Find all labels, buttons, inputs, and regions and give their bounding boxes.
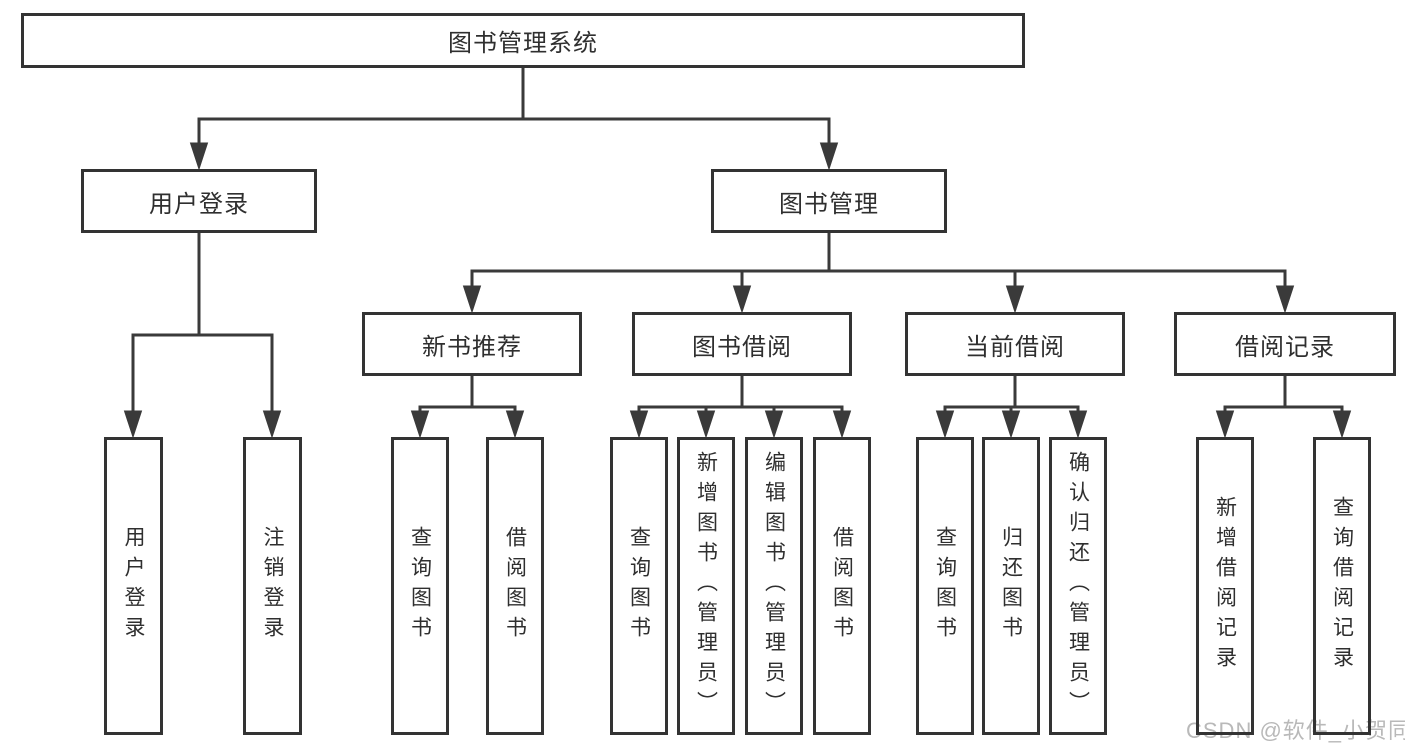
leaf-query-books-borrow: 查询图书: [610, 437, 668, 735]
leaf-borrow-books-recommend: 借阅图书: [486, 437, 544, 735]
leaf-borrow-books-recommend-label: 借阅图书: [503, 526, 527, 646]
node-borrow-records: 借阅记录: [1174, 312, 1396, 376]
leaf-edit-book-admin-label: 编辑图书（管理员）: [762, 451, 786, 721]
node-book-management-label: 图书管理: [779, 190, 879, 218]
leaf-query-borrow-record: 查询借阅记录: [1313, 437, 1371, 735]
leaf-borrow-books: 借阅图书: [813, 437, 871, 735]
leaf-confirm-return-admin: 确认归还（管理员）: [1049, 437, 1107, 735]
node-root: 图书管理系统: [21, 13, 1025, 68]
node-root-label: 图书管理系统: [448, 30, 598, 57]
leaf-query-books-recommend: 查询图书: [391, 437, 449, 735]
leaf-user-login: 用户登录: [104, 437, 163, 735]
leaf-return-books: 归还图书: [982, 437, 1040, 735]
leaf-add-book-admin-label: 新增图书（管理员）: [694, 451, 718, 721]
node-borrow-records-label: 借阅记录: [1235, 333, 1335, 361]
leaf-query-borrow-record-label: 查询借阅记录: [1330, 496, 1354, 676]
leaf-add-borrow-record-label: 新增借阅记录: [1213, 496, 1237, 676]
leaf-edit-book-admin: 编辑图书（管理员）: [745, 437, 803, 735]
leaf-query-books-recommend-label: 查询图书: [408, 526, 432, 646]
node-current-borrow: 当前借阅: [905, 312, 1125, 376]
leaf-confirm-return-admin-label: 确认归还（管理员）: [1066, 451, 1090, 721]
leaf-return-books-label: 归还图书: [999, 526, 1023, 646]
node-new-book-recommend-label: 新书推荐: [422, 333, 522, 361]
leaf-query-books-borrow-label: 查询图书: [627, 526, 651, 646]
node-new-book-recommend: 新书推荐: [362, 312, 582, 376]
node-book-borrow: 图书借阅: [632, 312, 852, 376]
leaf-user-login-label: 用户登录: [122, 526, 145, 646]
leaf-logout-label: 注销登录: [261, 526, 284, 646]
node-user-login: 用户登录: [81, 169, 317, 233]
watermark: CSDN @软件_小贺同学: [1186, 718, 1405, 743]
leaf-query-books-current-label: 查询图书: [933, 526, 957, 646]
leaf-query-books-current: 查询图书: [916, 437, 974, 735]
node-book-borrow-label: 图书借阅: [692, 333, 792, 361]
leaf-add-borrow-record: 新增借阅记录: [1196, 437, 1254, 735]
node-current-borrow-label: 当前借阅: [965, 333, 1065, 361]
node-user-login-label: 用户登录: [149, 190, 249, 218]
leaf-borrow-books-label: 借阅图书: [830, 526, 854, 646]
leaf-logout: 注销登录: [243, 437, 302, 735]
leaf-add-book-admin: 新增图书（管理员）: [677, 437, 735, 735]
node-book-management: 图书管理: [711, 169, 947, 233]
